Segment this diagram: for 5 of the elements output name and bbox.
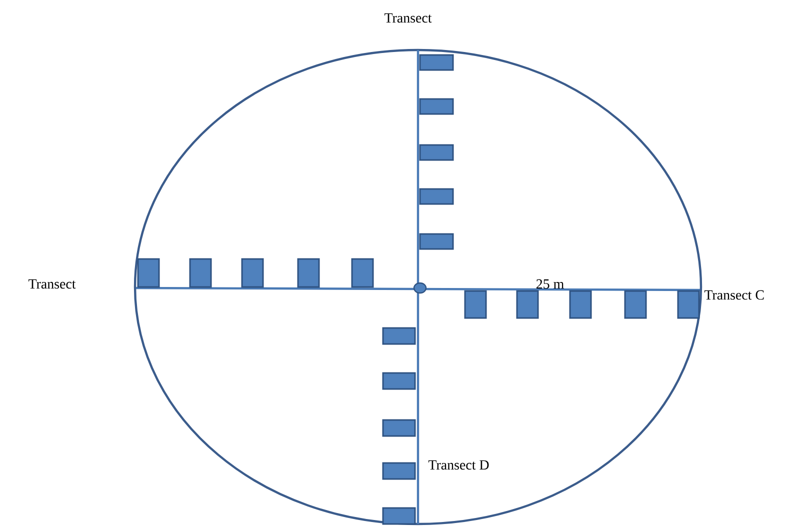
- transect-label: Transect D: [428, 460, 489, 470]
- transect-label: Transect: [384, 13, 432, 23]
- transect-label: Transect: [28, 279, 76, 289]
- distance-label: 25 m: [536, 279, 564, 289]
- transect-label: Transect C: [704, 290, 764, 300]
